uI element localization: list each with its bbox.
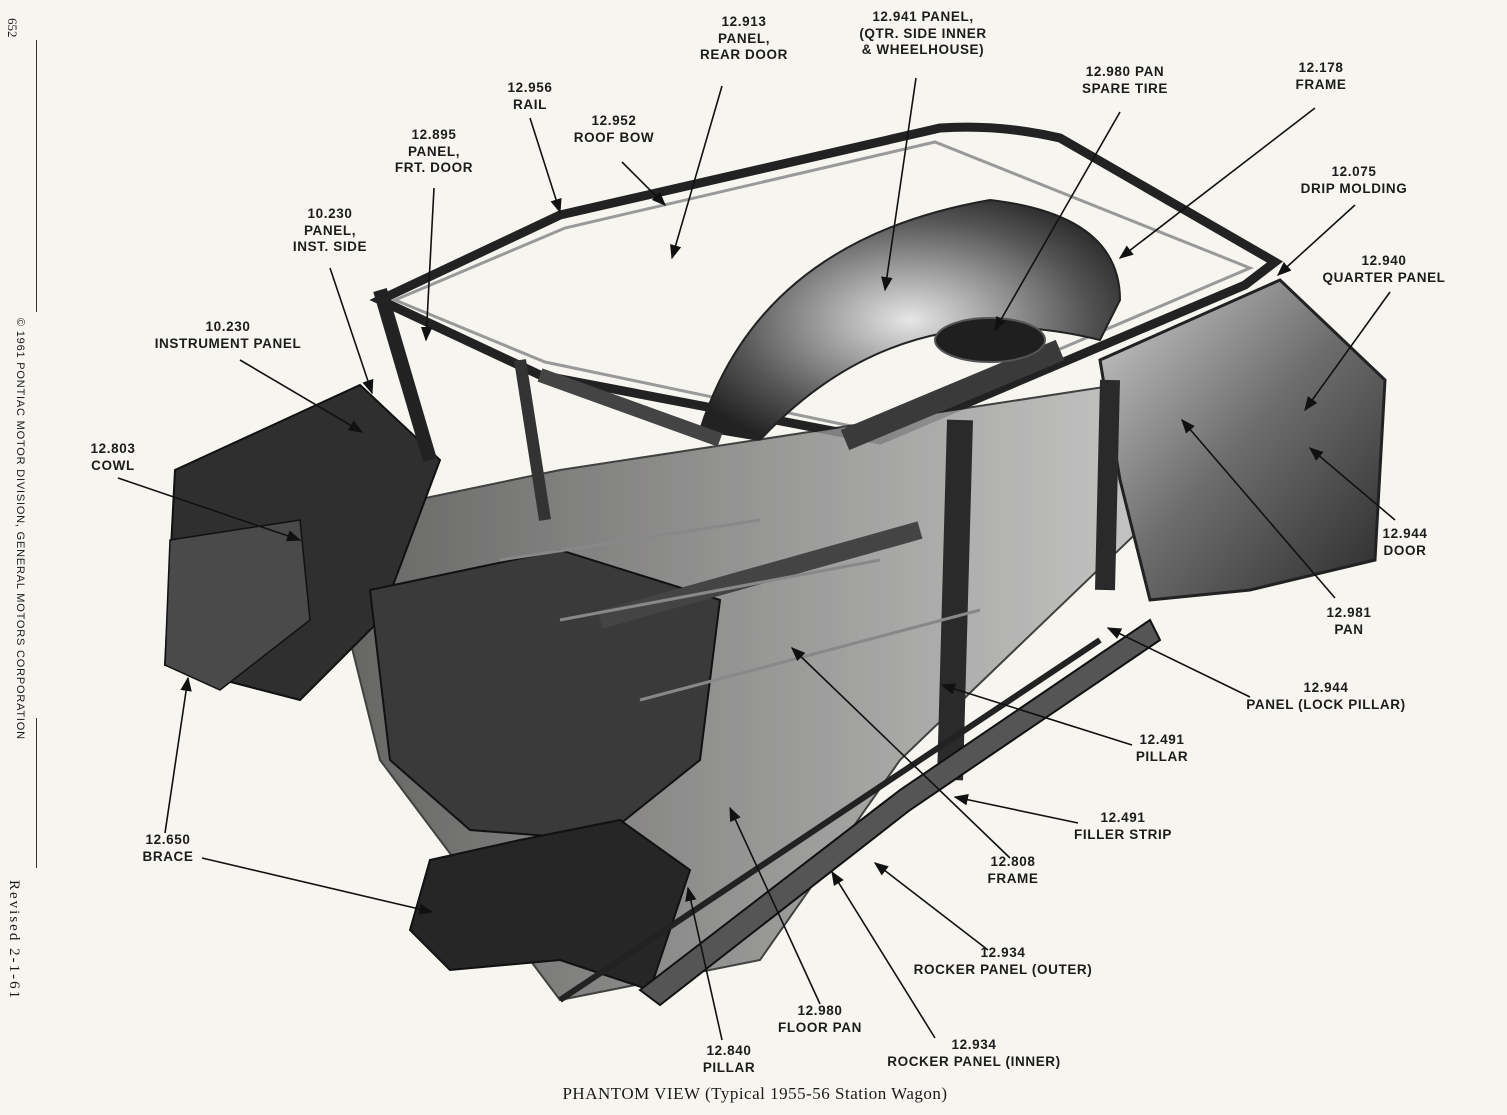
quarter-inner-panel	[698, 198, 1122, 442]
leader-filler-strip	[953, 794, 1079, 824]
rocker-inner-rail	[558, 637, 1102, 1003]
floor-cross-tube	[597, 521, 923, 629]
leader-panel-rear-door	[670, 85, 723, 260]
leader-quarter-panel	[1304, 291, 1391, 412]
figure-caption: PHANTOM VIEW (Typical 1955-56 Station Wa…	[562, 1084, 948, 1103]
leader-spare-tire	[994, 111, 1121, 332]
leader-inst-side	[329, 267, 374, 395]
leader-lock-pillar	[1106, 627, 1251, 698]
leader-pillar-491	[940, 683, 1133, 746]
leader-frame-178	[1118, 107, 1316, 259]
leader-pillar-840	[685, 886, 723, 1041]
floor-rib-3	[639, 608, 981, 702]
leader-floor-pan	[729, 806, 821, 1005]
b-pillar-front	[514, 359, 551, 521]
leader-cowl	[117, 477, 302, 542]
rear-header-bar	[840, 339, 1065, 451]
roof-frame	[369, 122, 1284, 445]
leader-door	[1308, 447, 1396, 521]
floor-rib-2	[559, 558, 881, 622]
spare-tire-well	[934, 317, 1046, 363]
leader-rocker-outer	[873, 862, 989, 951]
leader-brace-2	[201, 857, 434, 915]
leader-frame-808	[790, 647, 1011, 859]
d-pillar	[1095, 379, 1120, 591]
leader-pan-981	[1181, 418, 1336, 599]
margin-rule-top	[36, 40, 37, 312]
quarter-panel-shape	[1098, 278, 1387, 602]
roof-inner-rail	[391, 140, 1254, 432]
leader-brace	[164, 676, 192, 834]
rocker-sill	[638, 618, 1162, 1007]
front-header-bar	[537, 368, 723, 447]
margin-rule-bottom	[36, 718, 37, 868]
callout-qtr-side-inner: 12.941 PANEL,(QTR. SIDE INNER& WHEELHOUS…	[859, 9, 987, 57]
a-pillar	[373, 288, 437, 462]
leader-qtr-side-inner	[881, 77, 917, 292]
leader-frt-door	[420, 187, 435, 342]
floor-rib-1	[499, 518, 761, 562]
leader-drip-molding	[1276, 204, 1356, 276]
front-cowl-face	[164, 519, 311, 691]
leader-rocker-inner	[831, 870, 936, 1039]
leader-instrument-panel	[239, 359, 364, 433]
front-floor-wheelhouse	[368, 548, 722, 842]
c-pillar	[937, 419, 973, 781]
leader-lines	[117, 77, 1396, 1041]
leader-rail	[529, 117, 562, 214]
leader-roof-bow	[621, 161, 667, 207]
front-brace-block	[408, 818, 692, 992]
